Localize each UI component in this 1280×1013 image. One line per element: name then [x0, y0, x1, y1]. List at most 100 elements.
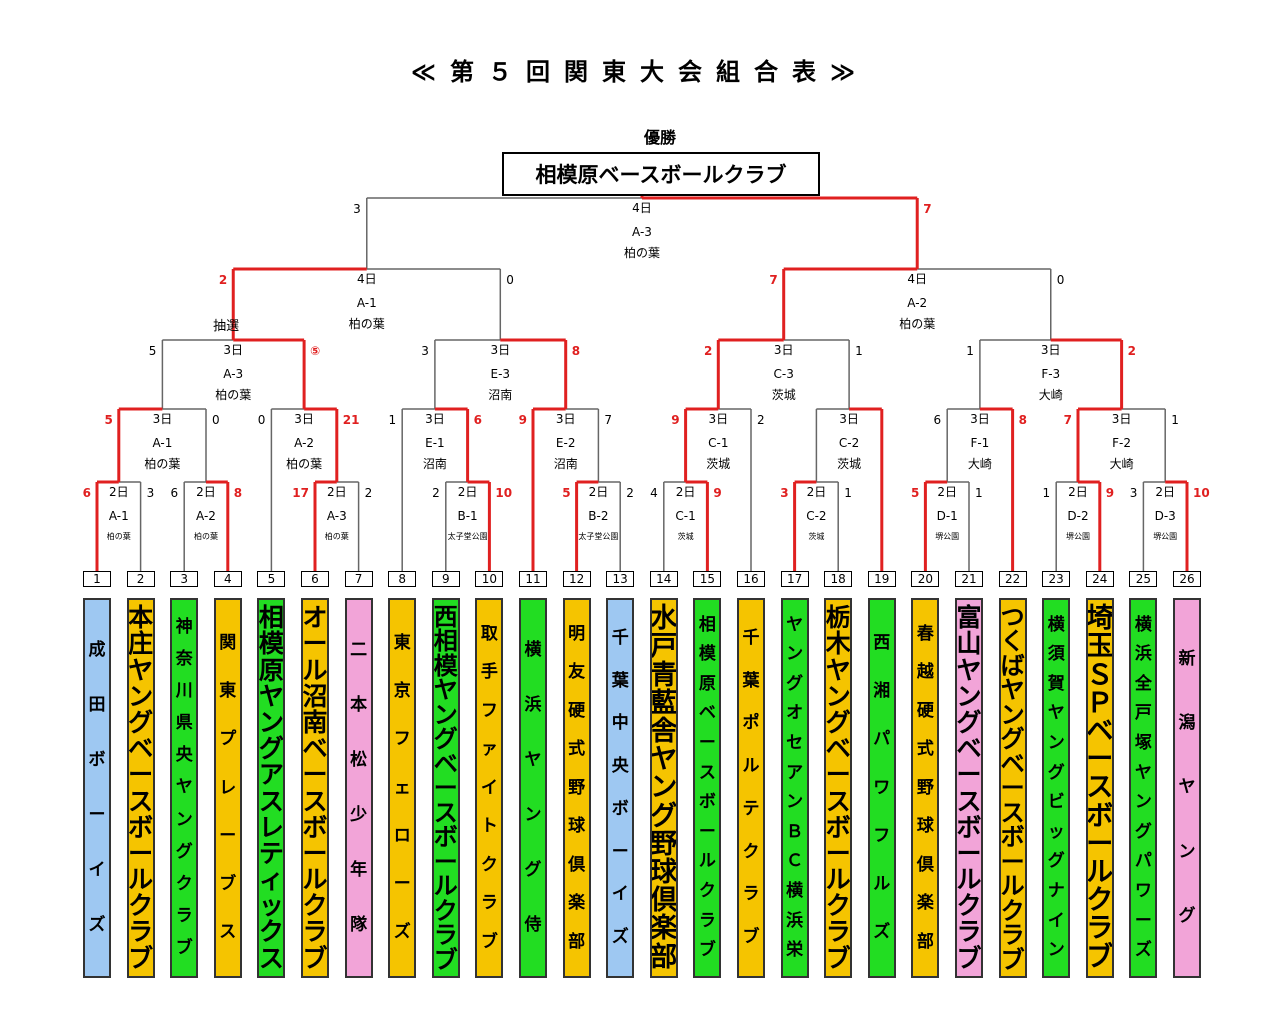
score-right: 2	[1128, 344, 1136, 358]
team-name-char: 手	[480, 662, 498, 682]
match-code: A-1	[109, 509, 129, 523]
team-name-char: ー	[825, 838, 851, 868]
team-name-char: オ	[786, 703, 804, 724]
team-name-char: ヤ	[128, 655, 154, 685]
team-name-char: 部	[916, 931, 934, 952]
team-name-char: グ	[650, 800, 678, 832]
team-seed-number: 25	[1129, 571, 1158, 587]
team-name-char: 東	[393, 633, 411, 654]
team-name-char: 横	[1134, 614, 1152, 635]
team-name-char: パ	[873, 729, 891, 750]
match-venue: 大崎	[1110, 457, 1134, 471]
team-name-char: ヤ	[956, 655, 982, 685]
team-name-char: グ	[524, 860, 542, 880]
team-name-char: ズ	[88, 915, 106, 935]
score-left: 5	[149, 344, 157, 358]
match-day: 2日	[327, 485, 347, 499]
team-name-char: ン	[128, 681, 154, 711]
team-name-char: レ	[219, 777, 237, 798]
team-name-char: ン	[1047, 733, 1065, 754]
team-23: 横須賀ヤングビッグナイン	[1042, 598, 1071, 978]
team-seed-number: 20	[911, 571, 940, 587]
score-right: 8	[572, 344, 580, 358]
team-name-char: 横	[786, 881, 804, 902]
score-left: 6	[171, 486, 179, 500]
team-name-char: プ	[219, 729, 237, 750]
team-name-char: ヤ	[1000, 676, 1025, 704]
team-2: 本庄ヤングベースボールクラブ	[126, 598, 155, 978]
score-right: 1	[855, 344, 863, 358]
team-seed-number: 9	[431, 571, 460, 587]
team-name-char: 二	[350, 640, 368, 660]
team-name-char: ベ	[825, 734, 851, 764]
team-name-char: グ	[1134, 821, 1152, 842]
team-name-char: 塚	[1134, 733, 1152, 754]
match-code: A-1	[357, 296, 377, 310]
score-left: 9	[671, 413, 679, 427]
team-name-char: ボ	[825, 812, 851, 842]
match-code: E-3	[491, 367, 511, 381]
score-right: 10	[495, 486, 512, 500]
score-right: 8	[234, 486, 242, 500]
team-name-char: ル	[825, 865, 851, 895]
team-name-char: 沼	[302, 681, 328, 711]
team-name-char: 年	[350, 860, 368, 880]
team-name-char: ッ	[1047, 821, 1065, 842]
match-venue: 柏の葉	[144, 456, 180, 471]
team-name-char: ー	[956, 760, 982, 790]
match-venue: 堺公園	[935, 531, 959, 541]
team-name-char: 新	[1178, 649, 1196, 670]
team-name-char: ベ	[433, 749, 458, 778]
team-name-char: ラ	[175, 905, 193, 926]
team-name-char: ラ	[742, 884, 760, 905]
team-name-char: ァ	[480, 739, 498, 759]
score-left: 3	[421, 344, 429, 358]
team-seed-number: 12	[562, 571, 591, 587]
score-left: 5	[562, 486, 570, 500]
team-name-char: ラ	[698, 910, 716, 931]
match-venue: 沼南	[488, 387, 512, 402]
team-1: 成田ボーイズ	[83, 598, 111, 978]
match-code: E-2	[556, 436, 576, 450]
score-right: 9	[713, 486, 721, 500]
team-name-char: グ	[128, 707, 154, 737]
team-name-char: ブ	[128, 943, 154, 973]
team-name-char: 西	[433, 602, 458, 631]
match-day: 3日	[839, 412, 859, 426]
team-name-char: グ	[1047, 762, 1065, 783]
team-seed-number: 15	[693, 571, 722, 587]
team-name-char: 葉	[742, 670, 760, 691]
team-name-char: ワ	[873, 777, 891, 798]
match-day: 2日	[589, 485, 609, 499]
team-name-char: ク	[1000, 896, 1025, 925]
team-20: 春越硬式野球倶楽部	[911, 598, 940, 978]
match-code: A-3	[223, 367, 243, 381]
team-name-char: イ	[480, 777, 498, 798]
team-name-char: 倶	[650, 885, 678, 917]
team-name-char: グ	[433, 725, 458, 753]
match-code: A-2	[294, 436, 314, 450]
team-name-char: 楽	[568, 893, 586, 913]
team-name-char: ベ	[956, 734, 982, 764]
team-name-char: ば	[1000, 651, 1025, 680]
team-name-char: 東	[219, 681, 237, 702]
match-code: C-3	[774, 367, 794, 381]
team-name-char: グ	[175, 841, 193, 862]
match-code: A-2	[196, 509, 216, 523]
team-name-char: ヤ	[786, 614, 804, 635]
match-code: C-2	[806, 509, 826, 523]
team-name-char: 賀	[1047, 673, 1065, 694]
team-seed-number: 26	[1173, 571, 1201, 587]
team-name-char: ッ	[258, 891, 284, 921]
match-code: A-2	[907, 296, 927, 310]
match-day: 3日	[1041, 343, 1061, 357]
team-name-char: ボ	[611, 798, 629, 819]
match-venue: 茨城	[772, 388, 796, 402]
team-name-char: ル	[1000, 872, 1025, 900]
team-name-char: Ｃ	[786, 851, 804, 872]
team-name-char: 田	[88, 695, 106, 715]
team-name-char: 原	[258, 655, 284, 685]
team-name-char: ズ	[611, 927, 629, 948]
match-day: 3日	[153, 412, 173, 426]
score-right: 1	[975, 486, 983, 500]
